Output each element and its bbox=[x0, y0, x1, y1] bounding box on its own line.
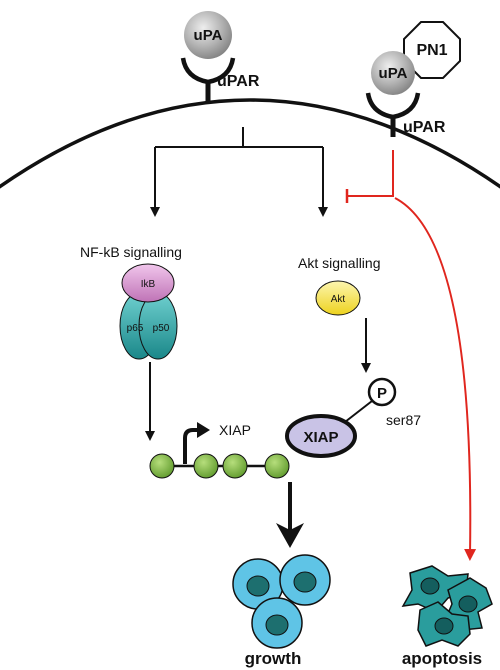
phosphate-group bbox=[367, 377, 397, 407]
upar-label-left: uPAR bbox=[217, 73, 260, 90]
nfkb-module: NF-kB signalling IkB p65 p50 bbox=[80, 244, 182, 441]
upa-label-right: uPA bbox=[379, 65, 408, 82]
ikb-protein bbox=[121, 263, 175, 303]
apoptosis-cells: apoptosis bbox=[401, 565, 493, 668]
upar-label-right: uPAR bbox=[403, 119, 446, 136]
ser87-label: ser87 bbox=[386, 412, 421, 428]
cell-nucleus bbox=[458, 595, 478, 613]
upa-label-left: uPA bbox=[194, 27, 223, 44]
p50-label: p50 bbox=[153, 323, 170, 334]
xiap-protein bbox=[285, 414, 357, 458]
dna-bead bbox=[149, 453, 175, 479]
growth-label: growth bbox=[245, 649, 302, 668]
cell-nucleus bbox=[293, 571, 317, 593]
receptor-right: PN1 uPA uPAR bbox=[365, 21, 461, 137]
receptor-left: uPA uPAR bbox=[180, 11, 260, 104]
xiap-protein-label: XIAP bbox=[303, 429, 338, 446]
akt-protein bbox=[315, 280, 361, 316]
growth-arrow bbox=[276, 482, 304, 548]
cell-nucleus bbox=[434, 617, 454, 635]
cell-nucleus bbox=[265, 614, 289, 636]
inhibition-path bbox=[345, 150, 477, 561]
akt-title: Akt signalling bbox=[298, 255, 381, 271]
xiap-gene: XIAP bbox=[149, 422, 290, 479]
akt-label: Akt bbox=[331, 294, 346, 305]
dna-bead bbox=[193, 453, 219, 479]
growth-cells: growth bbox=[232, 554, 331, 668]
cell-nucleus bbox=[246, 575, 270, 597]
upa-ligand-left bbox=[184, 11, 232, 59]
dna-bead bbox=[222, 453, 248, 479]
akt-module: Akt signalling Akt XIAP P ser87 bbox=[285, 255, 421, 458]
transcription-start-arrow bbox=[183, 428, 198, 464]
xiap-gene-label: XIAP bbox=[219, 422, 251, 438]
branch-connector bbox=[150, 127, 328, 217]
cell-nucleus bbox=[420, 577, 440, 595]
apoptosis-label: apoptosis bbox=[402, 649, 482, 668]
ikb-label: IkB bbox=[141, 279, 156, 290]
nfkb-title: NF-kB signalling bbox=[80, 244, 182, 260]
upar-receptor-right bbox=[365, 92, 421, 120]
dna-bead bbox=[264, 453, 290, 479]
pn1-inhibitor-shape bbox=[403, 21, 461, 79]
p65-label: p65 bbox=[127, 323, 144, 334]
pn1-label: PN1 bbox=[416, 42, 447, 59]
phosphate-label: P bbox=[377, 385, 387, 402]
cell-membrane bbox=[0, 98, 500, 189]
upa-ligand-right bbox=[371, 51, 415, 95]
